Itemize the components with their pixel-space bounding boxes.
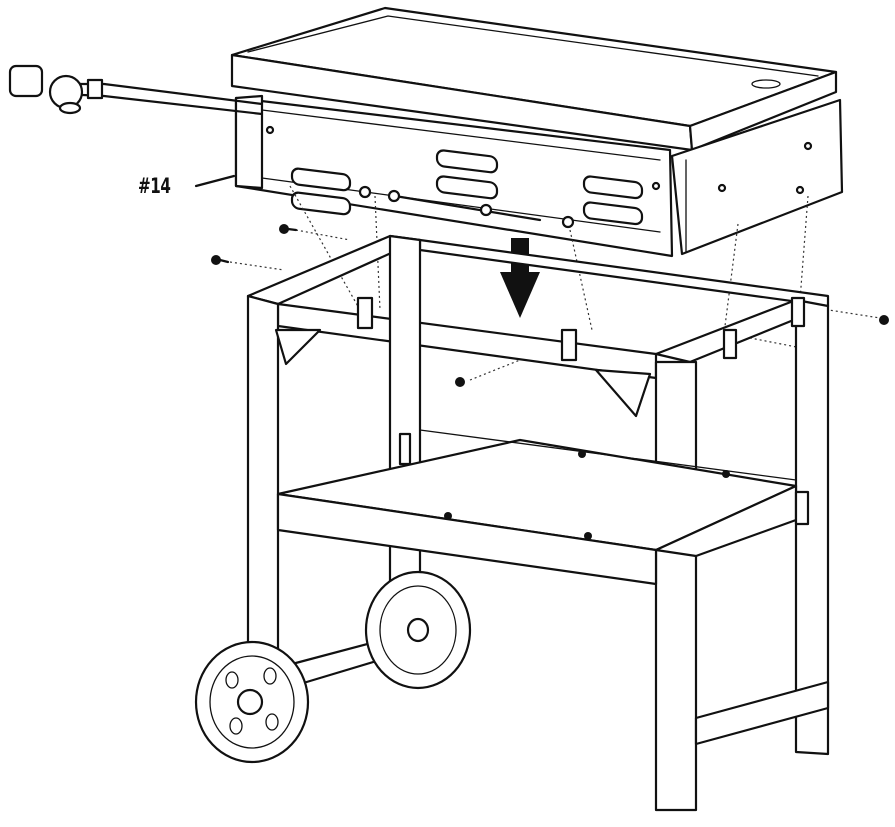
screw: [879, 315, 889, 325]
gas-regulator-hose: [8, 64, 264, 116]
cart-frame: [246, 234, 830, 812]
knob-slot: [435, 149, 499, 174]
knob-slot: [582, 201, 644, 226]
knob-slot: [290, 167, 352, 192]
down-arrow-icon: [500, 238, 540, 318]
screw: [279, 224, 298, 234]
knob-slot: [582, 175, 644, 200]
wheel-front: [194, 640, 310, 764]
part-number-label: #14: [138, 174, 171, 198]
knob-slot: [290, 191, 352, 216]
screw: [455, 377, 465, 387]
screw: [211, 255, 230, 265]
callout-leader: [194, 174, 236, 188]
knob-slot: [435, 175, 499, 200]
griddle-top: [230, 6, 838, 152]
wheel-rear: [364, 570, 472, 690]
griddle-firebox: [234, 94, 844, 258]
